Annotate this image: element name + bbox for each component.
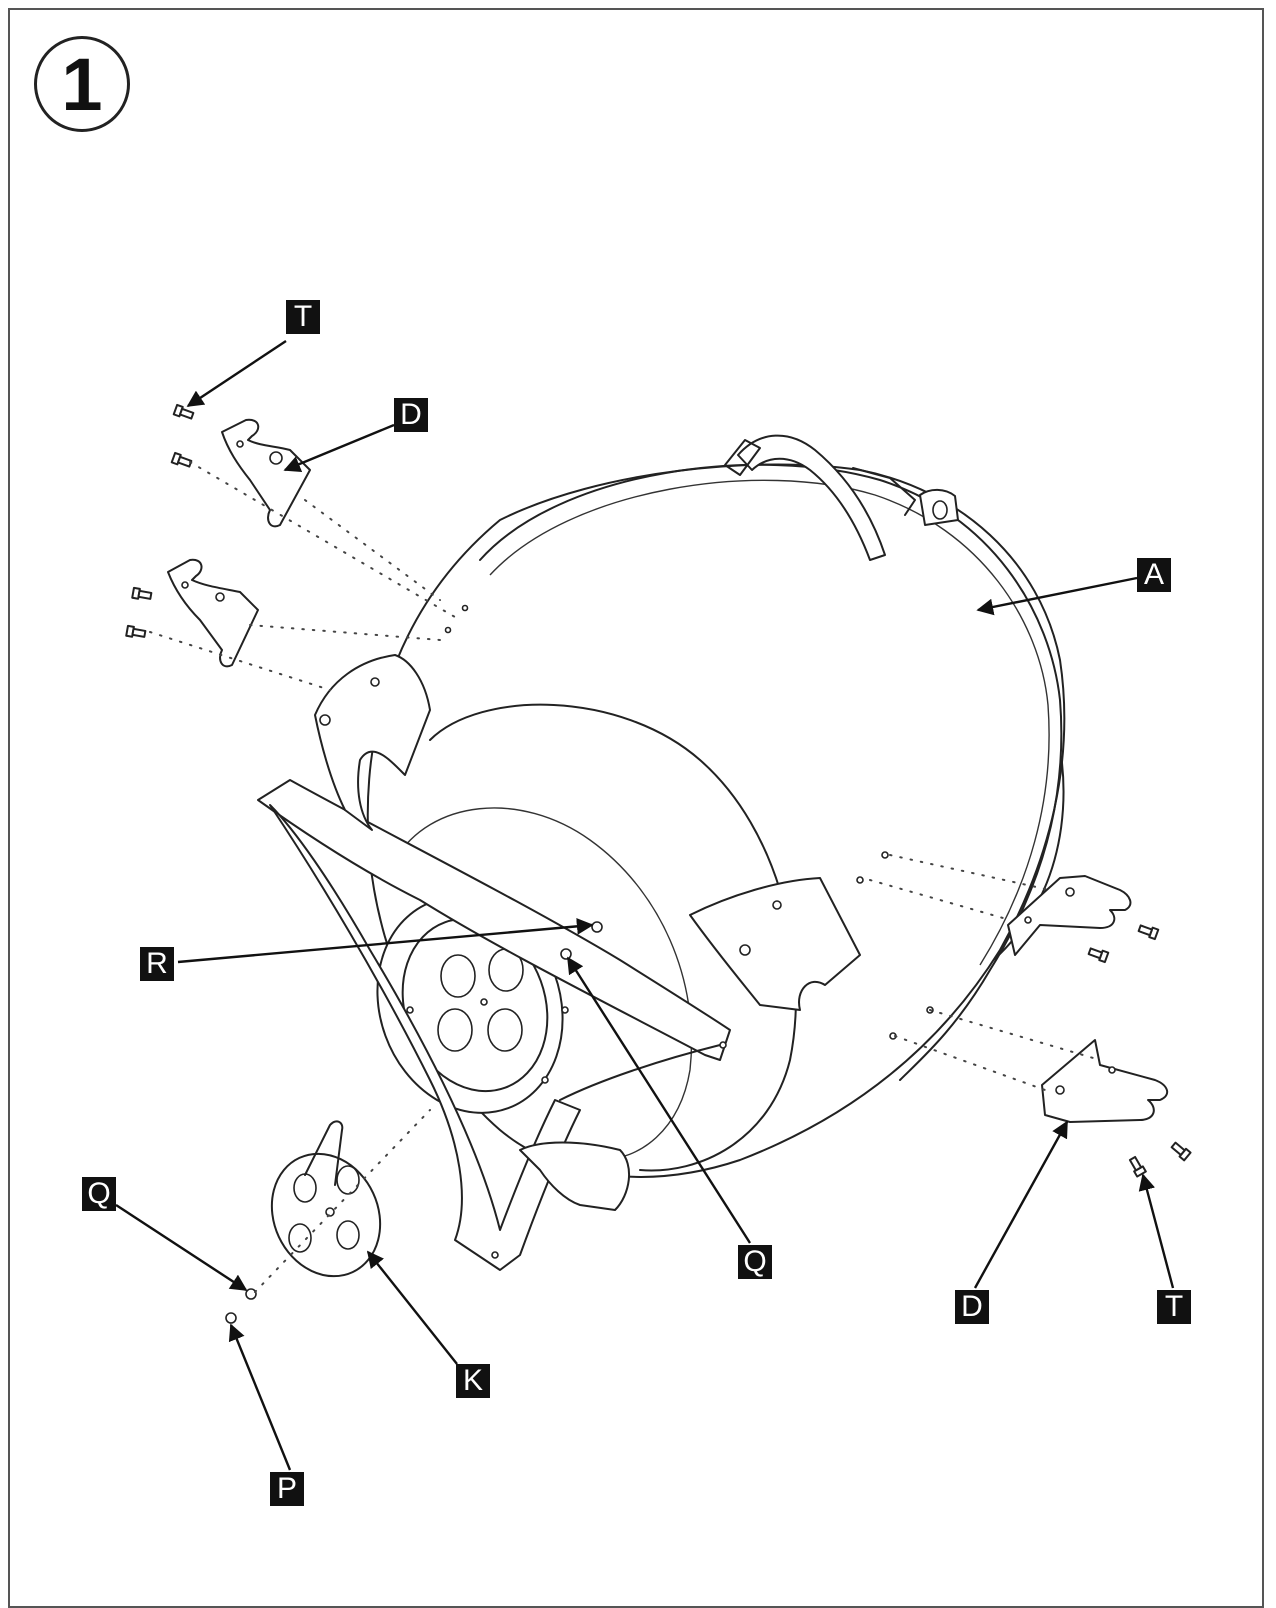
ring-r	[591, 921, 603, 933]
callout-a-bowl: A	[1137, 558, 1171, 592]
assembly-guide-lines	[149, 461, 1101, 1293]
leg-socket-right	[689, 877, 861, 1011]
leg-socket-left	[314, 654, 431, 831]
step-number-badge: 1	[34, 36, 130, 132]
leg-socket-bottom	[519, 1141, 631, 1211]
callout-k-vent: K	[456, 1364, 490, 1398]
leader-arrows	[115, 339, 1175, 1471]
bracket-d-upper-2	[167, 558, 259, 668]
callout-t-top: T	[286, 300, 320, 334]
callout-q-left: Q	[82, 1177, 116, 1211]
callout-d-right: D	[955, 1290, 989, 1324]
bracket-d-right-2	[1041, 1039, 1169, 1123]
callout-p-nut: P	[270, 1472, 304, 1506]
bowl-part-a	[366, 434, 1066, 1178]
washer-q-left	[245, 1288, 257, 1300]
step-number: 1	[61, 43, 103, 126]
nut-p	[225, 1312, 237, 1324]
callout-q-center: Q	[738, 1245, 772, 1279]
callout-d-top: D	[394, 398, 428, 432]
leg-frame	[257, 779, 731, 1271]
washer-q-center	[560, 948, 572, 960]
callout-r-ring: R	[140, 947, 174, 981]
bracket-d-right-1	[1007, 875, 1132, 956]
bolts-t	[125, 403, 1192, 1178]
bracket-d-upper-1	[221, 418, 311, 528]
callout-t-right: T	[1157, 1290, 1191, 1324]
vent-part-k	[270, 1120, 382, 1278]
